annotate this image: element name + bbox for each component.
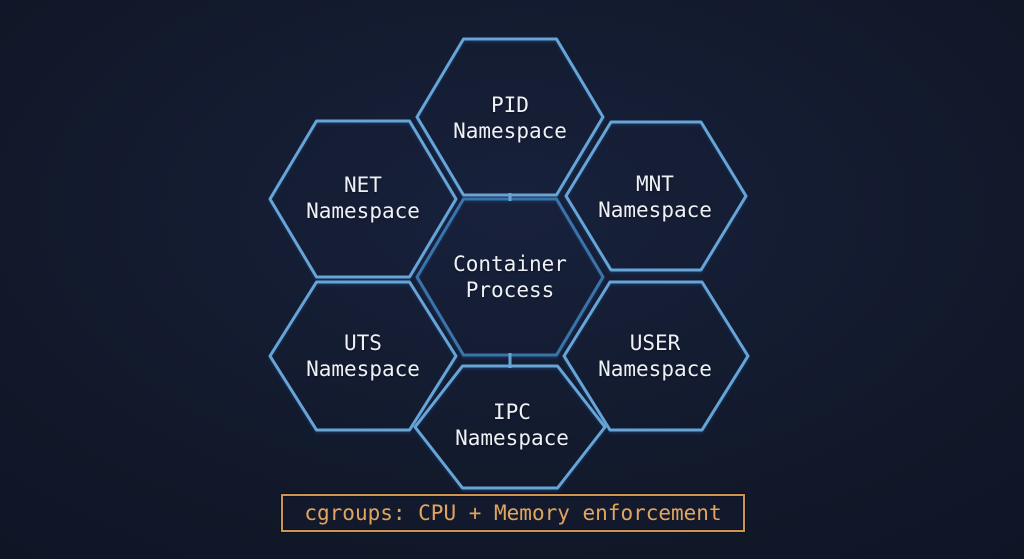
- cgroups-banner-label: cgroups: CPU + Memory enforcement: [304, 500, 722, 525]
- hex-label-ipc: IPC Namespace: [455, 399, 569, 451]
- hexagon-container-process: [415, 197, 605, 357]
- hex-label-line1: MNT: [636, 172, 674, 196]
- hex-label-line1: IPC: [493, 400, 531, 424]
- hex-label-line1: Container: [453, 252, 567, 276]
- hex-label-line1: USER: [629, 331, 681, 355]
- hex-label-uts: UTS Namespace: [306, 330, 420, 382]
- hex-label-line2: Namespace: [306, 357, 420, 381]
- hex-label-container-process: Container Process: [453, 251, 567, 303]
- hexagon-net-namespace: [268, 119, 458, 279]
- hexagon-pid-namespace: [415, 37, 605, 197]
- hexagon-ipc-namespace: [413, 364, 607, 490]
- hex-label-line2: Namespace: [455, 426, 569, 450]
- hex-label-pid: PID Namespace: [453, 92, 567, 144]
- cgroups-banner: cgroups: CPU + Memory enforcement: [281, 494, 745, 532]
- hex-label-user: USER Namespace: [598, 330, 712, 382]
- hex-label-mnt: MNT Namespace: [598, 171, 712, 223]
- hex-label-line1: UTS: [344, 331, 382, 355]
- hex-label-line2: Namespace: [306, 199, 420, 223]
- hexagon-user-namespace: [562, 280, 750, 432]
- hex-label-net: NET Namespace: [306, 172, 420, 224]
- hex-label-line1: PID: [491, 93, 529, 117]
- hexagon-uts-namespace: [268, 280, 458, 432]
- hex-label-line1: NET: [344, 173, 382, 197]
- hex-label-line2: Process: [465, 278, 555, 302]
- hexagon-mnt-namespace: [564, 120, 748, 272]
- hex-label-line2: Namespace: [598, 198, 712, 222]
- hex-label-line2: Namespace: [453, 119, 567, 143]
- hex-label-line2: Namespace: [598, 357, 712, 381]
